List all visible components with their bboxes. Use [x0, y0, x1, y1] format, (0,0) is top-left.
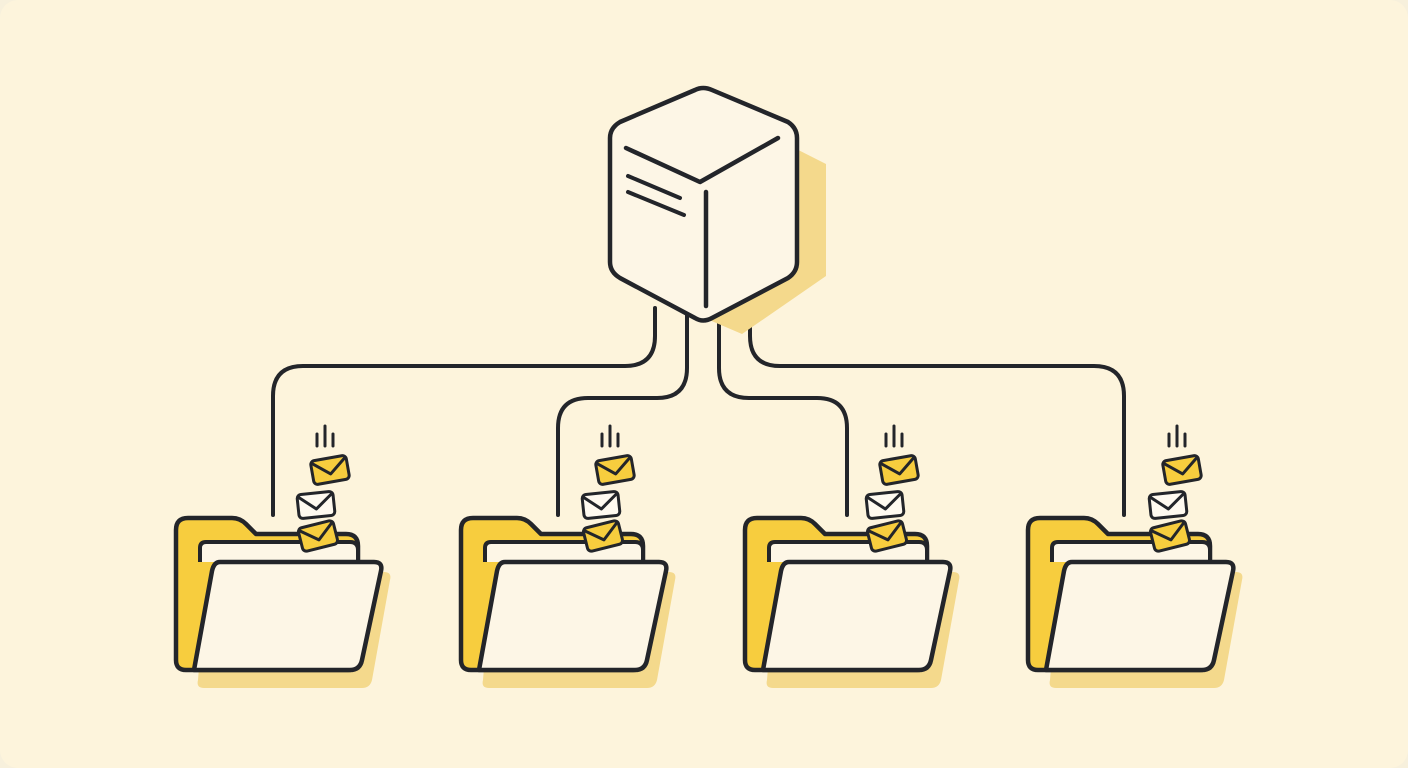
connector-lines: [271, 302, 1126, 517]
branch-4: [1025, 424, 1243, 688]
envelope-icon: [593, 453, 637, 487]
connector-line-4: [748, 302, 1126, 517]
branch-3: [742, 424, 960, 688]
envelope-icon: [1147, 489, 1189, 521]
open-folder-icon: [1025, 515, 1243, 688]
envelope-icon: [295, 489, 337, 521]
envelope-icon: [1160, 453, 1204, 487]
branch-2: [458, 424, 676, 688]
connector-line-3: [717, 310, 849, 517]
falling-emails: [580, 424, 637, 554]
falling-emails: [295, 424, 352, 554]
envelope-icon: [308, 453, 352, 487]
connector-line-1: [271, 306, 657, 517]
envelope-icon: [580, 489, 622, 521]
open-folder-icon: [458, 515, 676, 688]
falling-emails: [1147, 424, 1204, 554]
envelope-icon: [864, 489, 906, 521]
open-folder-icon: [742, 515, 960, 688]
connector-line-2: [556, 310, 689, 517]
envelope-icon: [877, 453, 921, 487]
branches: [173, 424, 1243, 688]
open-folder-icon: [173, 515, 391, 688]
server-box-icon: [607, 85, 826, 334]
falling-emails: [864, 424, 921, 554]
branch-1: [173, 424, 391, 688]
